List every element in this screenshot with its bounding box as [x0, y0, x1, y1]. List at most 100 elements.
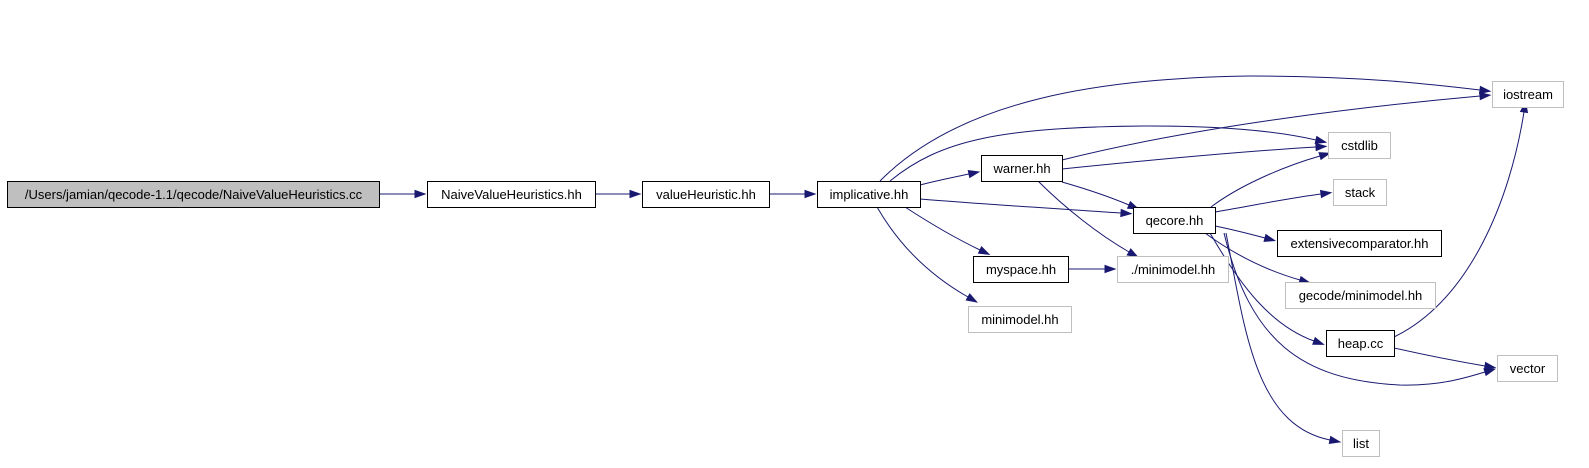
- edge-qecore-to-gecode_minimodel: [1204, 232, 1312, 284]
- node-box: [1285, 282, 1436, 309]
- node-label: NaiveValueHeuristics.hh: [441, 187, 582, 202]
- edge-implicative-to-qecore: [919, 198, 1133, 218]
- arrowhead: [1318, 152, 1332, 161]
- node-stack: stack: [1333, 179, 1387, 206]
- node-box: [1342, 430, 1380, 457]
- arrowhead: [414, 189, 427, 199]
- edge-line: [919, 173, 970, 186]
- node-box: [7, 181, 380, 208]
- edge-root-to-naive: [379, 189, 427, 199]
- edge-qecore-to-heap: [1209, 232, 1325, 345]
- edge-line: [1214, 193, 1322, 213]
- node-box: [1328, 132, 1391, 159]
- node-box: [973, 256, 1069, 283]
- arrowhead: [1120, 208, 1133, 218]
- edge-line: [1204, 232, 1301, 281]
- nodes-layer: /Users/jamian/qecode-1.1/qecode/NaiveVal…: [7, 81, 1564, 457]
- node-box: [642, 181, 770, 208]
- node-minimodel: minimodel.hh: [968, 306, 1072, 333]
- node-cstdlib: cstdlib: [1328, 132, 1391, 159]
- edge-line: [1061, 181, 1130, 206]
- arrowhead: [1483, 361, 1497, 371]
- edge-line: [1061, 146, 1317, 170]
- node-qecore[interactable]: qecore.hh: [1133, 207, 1216, 234]
- node-box: [1497, 355, 1558, 382]
- node-label: ./minimodel.hh: [1131, 262, 1216, 277]
- arrowhead: [1312, 336, 1325, 345]
- node-naive[interactable]: NaiveValueHeuristics.hh: [427, 181, 596, 208]
- edge-warner-to-iostream: [1061, 91, 1492, 161]
- edge-line: [904, 206, 981, 251]
- edge-qecore-to-list: [1225, 232, 1342, 445]
- node-label: qecore.hh: [1146, 213, 1204, 228]
- node-box: [1133, 207, 1216, 234]
- edge-line: [1214, 225, 1266, 239]
- arrowhead: [967, 169, 981, 179]
- edge-line: [889, 125, 1317, 182]
- node-box: [981, 155, 1063, 182]
- node-label: minimodel.hh: [981, 312, 1058, 327]
- node-vector: vector: [1497, 355, 1558, 382]
- arrowhead: [629, 189, 642, 199]
- node-heap[interactable]: heap.cc: [1326, 330, 1395, 357]
- node-extcomp[interactable]: extensivecomparator.hh: [1277, 230, 1442, 257]
- edge-line: [1061, 95, 1481, 161]
- arrowhead: [1263, 233, 1277, 242]
- edge-line: [879, 75, 1481, 182]
- node-implicative[interactable]: implicative.hh: [817, 181, 921, 208]
- edge-line: [919, 198, 1122, 214]
- arrowhead: [1126, 248, 1139, 258]
- arrowhead: [977, 245, 991, 255]
- edge-line: [1209, 232, 1315, 342]
- node-box: [1277, 230, 1442, 257]
- edge-implicative-to-warner: [919, 169, 981, 186]
- edge-heap-to-vector: [1393, 347, 1497, 371]
- node-gecode_minimodel: gecode/minimodel.hh: [1285, 282, 1436, 309]
- edge-warner-to-minimodel_rel: [1037, 180, 1139, 258]
- edge-implicative-to-cstdlib: [889, 125, 1328, 182]
- node-label: iostream: [1503, 87, 1553, 102]
- node-box: [1326, 330, 1395, 357]
- edge-line: [876, 206, 969, 298]
- edges-layer: [379, 75, 1529, 445]
- node-label: heap.cc: [1338, 336, 1384, 351]
- node-label: cstdlib: [1341, 138, 1378, 153]
- arrowhead: [965, 293, 979, 303]
- arrowhead: [1479, 85, 1492, 95]
- node-label: gecode/minimodel.hh: [1299, 288, 1423, 303]
- node-label: extensivecomparator.hh: [1290, 236, 1428, 251]
- edge-implicative-to-iostream: [879, 75, 1492, 182]
- edge-line: [1393, 347, 1486, 367]
- node-label: implicative.hh: [830, 187, 909, 202]
- node-label: /Users/jamian/qecode-1.1/qecode/NaiveVal…: [25, 187, 363, 202]
- node-warner[interactable]: warner.hh: [981, 155, 1063, 182]
- edge-line: [1223, 232, 1486, 386]
- node-box: [1333, 179, 1387, 206]
- node-box: [427, 181, 596, 208]
- node-box: [817, 181, 921, 208]
- node-iostream: iostream: [1492, 81, 1564, 108]
- edge-line: [1393, 111, 1525, 338]
- node-label: myspace.hh: [986, 262, 1056, 277]
- node-box: [1117, 256, 1229, 283]
- node-myspace[interactable]: myspace.hh: [973, 256, 1069, 283]
- edge-warner-to-cstdlib: [1061, 142, 1328, 170]
- edge-qecore-to-stack: [1214, 189, 1333, 213]
- edge-naive-to-valueh: [594, 189, 642, 199]
- node-box: [1492, 81, 1564, 108]
- node-valueh[interactable]: valueHeuristic.hh: [642, 181, 770, 208]
- edge-warner-to-qecore: [1061, 181, 1140, 210]
- edge-valueh-to-implicative: [768, 189, 817, 199]
- node-label: list: [1353, 436, 1369, 451]
- edge-line: [1210, 155, 1321, 208]
- node-root[interactable]: /Users/jamian/qecode-1.1/qecode/NaiveVal…: [7, 181, 380, 208]
- edge-myspace-to-minimodel_rel: [1068, 264, 1117, 274]
- edge-implicative-to-minimodel: [876, 206, 979, 303]
- edge-line: [1225, 232, 1331, 441]
- arrowhead: [1314, 135, 1328, 144]
- node-box: [968, 306, 1072, 333]
- arrowhead: [1328, 435, 1342, 445]
- edge-qecore-to-cstdlib: [1210, 152, 1332, 208]
- edge-line: [1037, 180, 1130, 253]
